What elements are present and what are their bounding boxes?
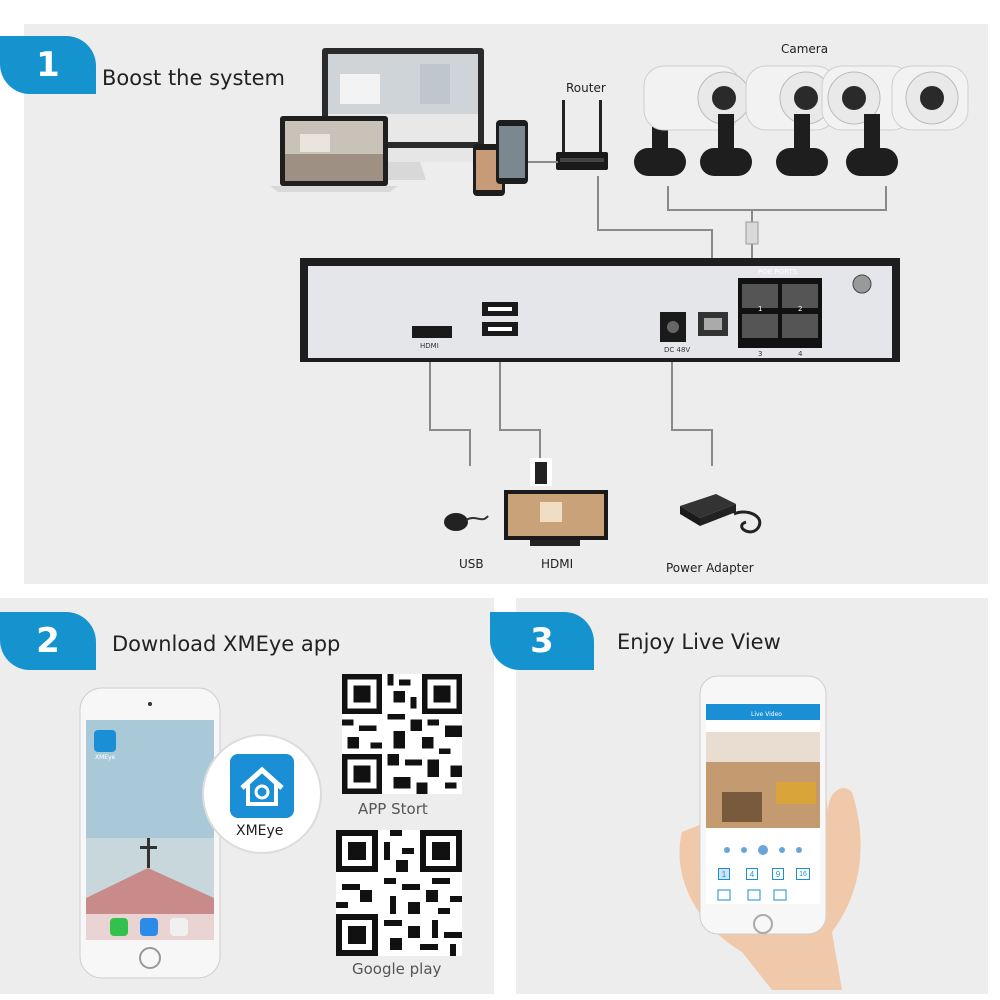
camera-4 xyxy=(846,65,969,176)
app-store-qr-code[interactable] xyxy=(342,674,462,794)
nvr-dc-label: DC 48V xyxy=(664,346,691,354)
step-2-title: Download XMEye app xyxy=(112,632,341,656)
hand-holding-phone xyxy=(679,675,861,990)
nvr-poe-ports-label: POE PORTS xyxy=(758,268,798,276)
app-store-qr-label: APP Stort xyxy=(358,800,428,818)
split-1-button[interactable]: 1 xyxy=(718,868,730,880)
google-play-qr-code[interactable] xyxy=(336,830,462,956)
power-adapter-label: Power Adapter xyxy=(666,561,754,575)
step-1-badge: 1 xyxy=(0,36,96,94)
split-16-button[interactable]: 16 xyxy=(796,868,810,880)
nvr-hdmi-label: HDMI xyxy=(420,342,439,350)
nvr-port-4-label: 4 xyxy=(798,350,803,358)
cameras-illustration xyxy=(634,65,969,176)
step-2-badge: 2 xyxy=(0,612,96,670)
home-app-label: XMEye xyxy=(95,754,116,761)
google-play-qr-label: Google play xyxy=(352,960,442,978)
split-9-button[interactable]: 9 xyxy=(772,868,784,880)
power-adapter-illustration xyxy=(680,494,762,534)
camera-3 xyxy=(776,65,913,176)
nvr-port-1-label: 1 xyxy=(758,305,763,313)
step-3-number: 3 xyxy=(530,621,554,661)
step-3-badge: 3 xyxy=(490,612,594,670)
nvr-recorder xyxy=(300,258,900,362)
live-video-screen-title: Live Video xyxy=(751,711,782,718)
split-view-buttons: 1 4 9 16 xyxy=(718,868,818,882)
split-4-button[interactable]: 4 xyxy=(746,868,758,880)
step-3-title: Enjoy Live View xyxy=(617,630,781,654)
usb-mouse-illustration xyxy=(444,513,489,531)
client-devices-illustration xyxy=(270,48,528,196)
camera-label: Camera xyxy=(781,42,829,56)
nvr-port-3-label: 3 xyxy=(758,350,763,358)
camera-1 xyxy=(634,65,751,176)
nvr-port-2-label: 2 xyxy=(798,305,803,313)
hdmi-label: HDMI xyxy=(541,557,574,571)
router-label: Router xyxy=(566,81,606,95)
usb-label: USB xyxy=(459,557,484,571)
step-1-number: 1 xyxy=(36,45,60,85)
step-1-title: Boost the system xyxy=(102,66,286,90)
router-illustration xyxy=(556,100,608,170)
phone-home-screen xyxy=(79,687,221,979)
xmeye-app-icon[interactable] xyxy=(230,754,294,818)
step-2-number: 2 xyxy=(36,621,60,661)
lan-cable-clients xyxy=(528,161,558,163)
xmeye-app-name: XMEye xyxy=(236,823,284,839)
hdmi-monitor-illustration xyxy=(504,458,608,546)
